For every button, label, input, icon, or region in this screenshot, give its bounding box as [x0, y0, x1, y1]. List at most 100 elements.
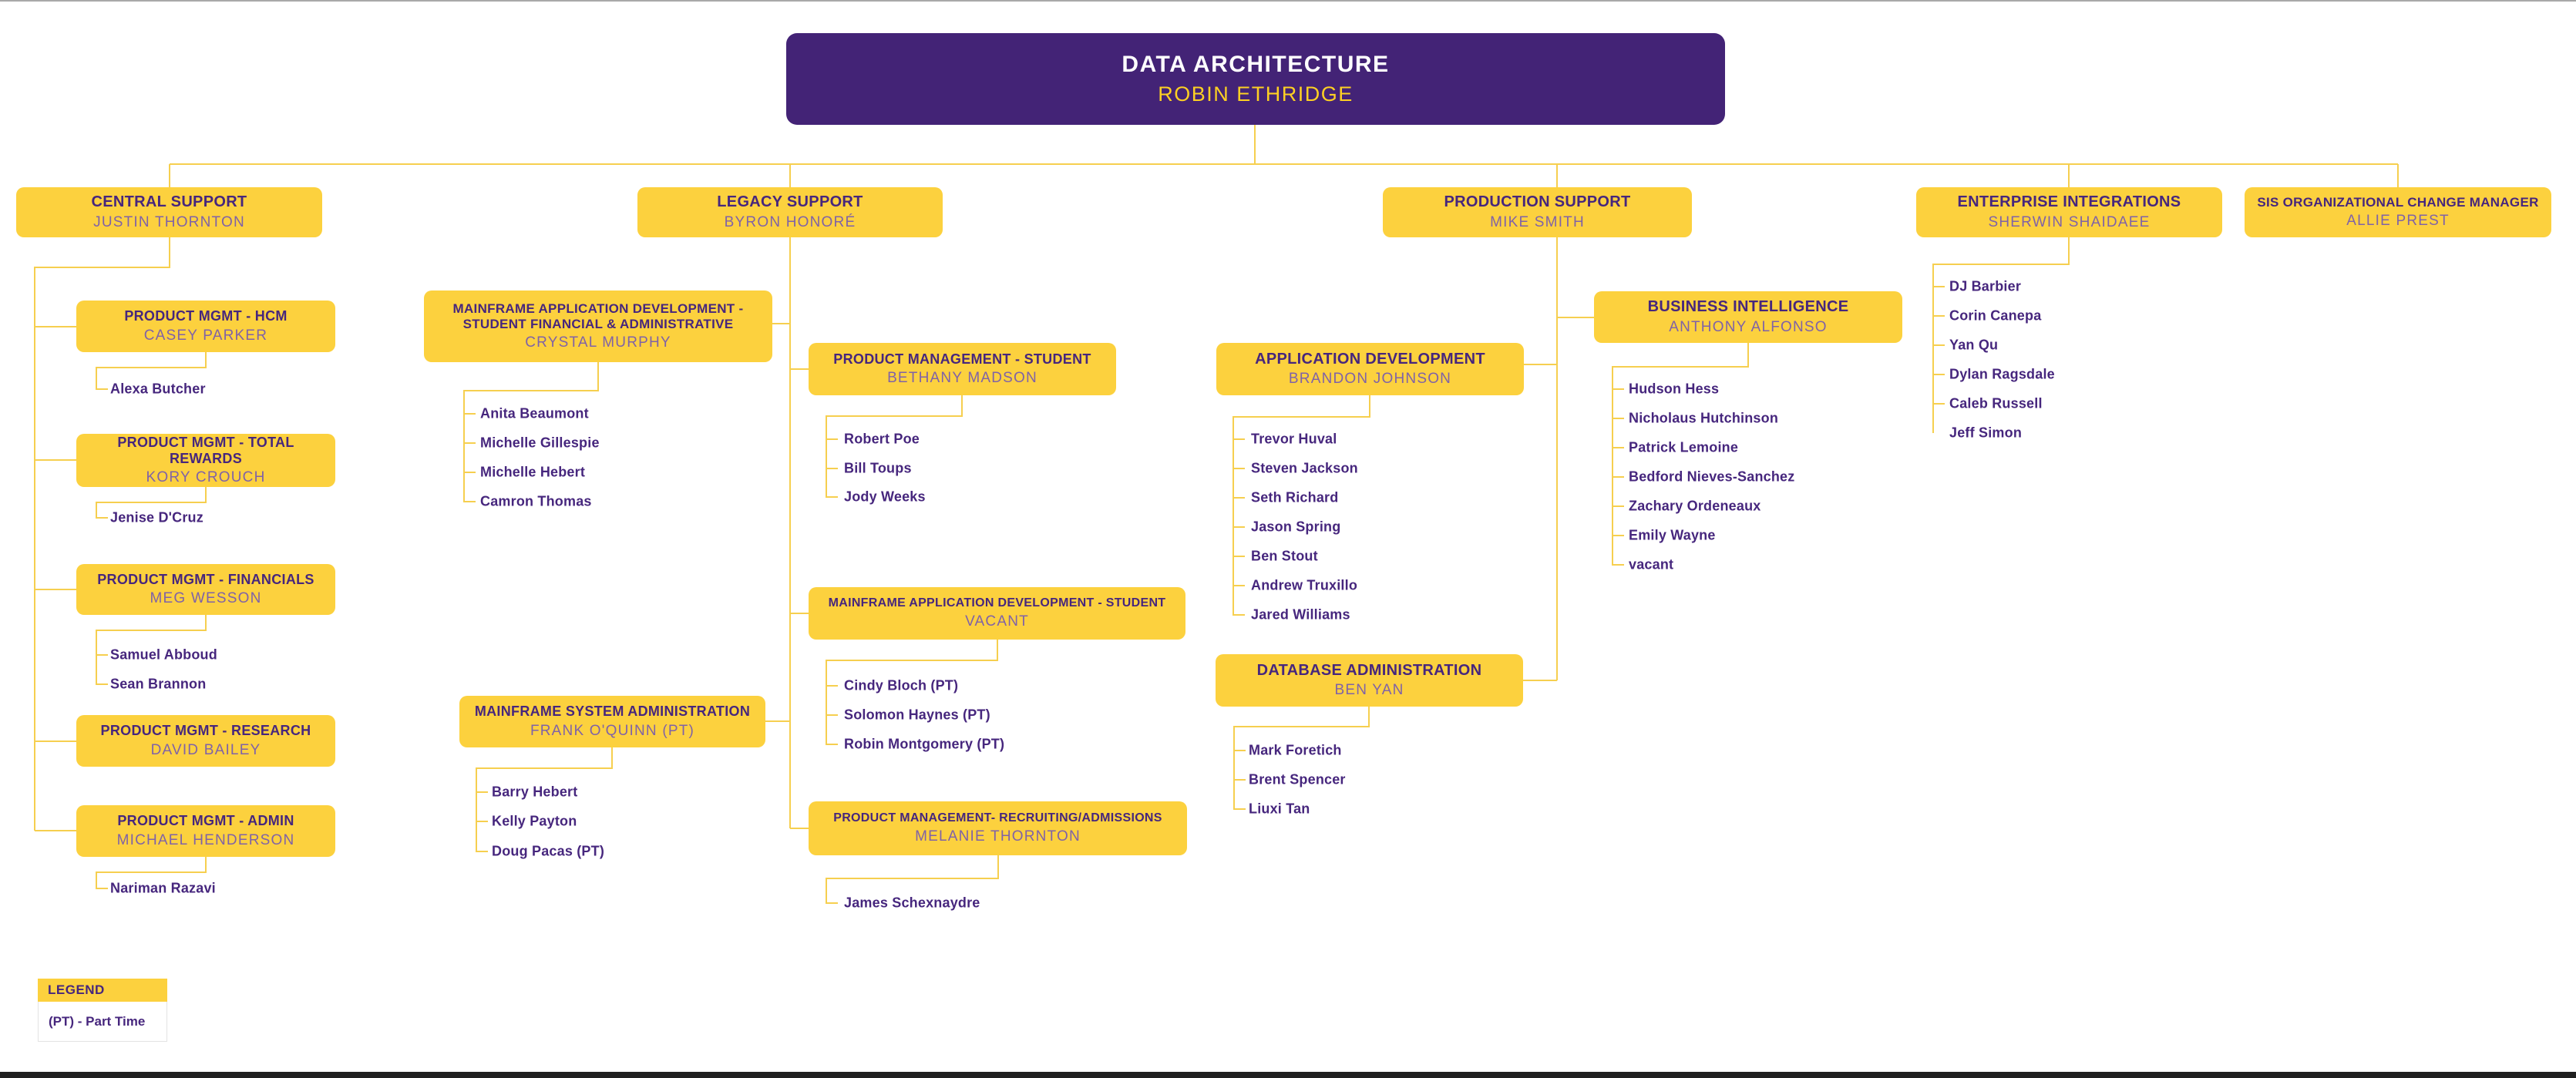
legend-title: LEGEND: [38, 979, 167, 1002]
member-name: Caleb Russell: [1949, 395, 2043, 411]
member-name: Jody Weeks: [844, 489, 926, 505]
member-spine-lines: [96, 343, 1749, 904]
dept-manager: FRANK O'QUINN (PT): [530, 722, 695, 739]
dept-box-product-management-student: PRODUCT MANAGEMENT - STUDENT BETHANY MAD…: [809, 343, 1116, 395]
dept-box-mainframe-app-dev-student: MAINFRAME APPLICATION DEVELOPMENT - STUD…: [809, 587, 1185, 640]
dept-box-business-intelligence: BUSINESS INTELLIGENCE ANTHONY ALFONSO: [1594, 291, 1902, 343]
member-name: DJ Barbier: [1949, 278, 2022, 294]
dept-box-product-mgmt-hcm: PRODUCT MGMT - HCM CASEY PARKER: [76, 301, 335, 352]
member-name: Emily Wayne: [1629, 527, 1716, 543]
dept-title: PRODUCT MGMT - RESEARCH: [100, 723, 311, 739]
dept-manager: BRANDON JOHNSON: [1288, 371, 1452, 388]
dept-title: PRODUCT MANAGEMENT - STUDENT: [833, 351, 1091, 367]
dept-manager: MELANIE THORNTON: [915, 828, 1081, 845]
dept-box-central-support: CENTRAL SUPPORT JUSTIN THORNTON: [16, 187, 322, 237]
member-name: Liuxi Tan: [1249, 801, 1310, 817]
member-name: Ben Stout: [1251, 548, 1318, 564]
legend-note: (PT) - Part Time: [38, 1002, 167, 1042]
member-name: Mark Foretich: [1249, 742, 1342, 758]
member-tick-lines: [96, 286, 1945, 822]
dept-title: SIS ORGANIZATIONAL CHANGE MANAGER: [2257, 194, 2539, 210]
member-name: Trevor Huval: [1251, 431, 1337, 447]
dept-manager: VACANT: [965, 613, 1029, 630]
member-name: Brent Spencer: [1249, 771, 1346, 788]
dept-box-product-mgmt-total-rewards: PRODUCT MGMT - TOTAL REWARDS KORY CROUCH: [76, 434, 335, 487]
dept-manager: CRYSTAL MURPHY: [525, 334, 671, 351]
member-name: Jared Williams: [1251, 606, 1350, 623]
dept-box-product-mgmt-financials: PRODUCT MGMT - FINANCIALS MEG WESSON: [76, 564, 335, 615]
dept-title: PRODUCT MGMT - ADMIN: [117, 813, 294, 829]
member-name: Alexa Butcher: [110, 381, 206, 397]
member-name: Yan Qu: [1949, 337, 1999, 353]
dept-manager: CASEY PARKER: [143, 327, 268, 344]
member-name: Hudson Hess: [1629, 381, 1720, 397]
member-name: Anita Beaumont: [480, 405, 589, 421]
member-name: Zachary Ordeneaux: [1629, 498, 1761, 514]
root-manager: ROBIN ETHRIDGE: [1158, 82, 1354, 106]
dept-title: CENTRAL SUPPORT: [91, 193, 247, 211]
dept-title: PRODUCT MGMT - HCM: [124, 308, 288, 324]
member-name: Andrew Truxillo: [1251, 577, 1358, 593]
dept-manager: DAVID BAILEY: [150, 741, 261, 758]
member-name: Michelle Hebert: [480, 464, 586, 480]
dept-title: LEGACY SUPPORT: [717, 193, 863, 211]
member-name: Samuel Abboud: [110, 646, 217, 663]
root-box-data-architecture: DATA ARCHITECTURE ROBIN ETHRIDGE: [786, 33, 1725, 125]
dept-box-product-mgmt-admin: PRODUCT MGMT - ADMIN MICHAEL HENDERSON: [76, 805, 335, 857]
dept-box-production-support: PRODUCTION SUPPORT MIKE SMITH: [1383, 187, 1692, 237]
dept-manager: MIKE SMITH: [1490, 213, 1585, 230]
member-name: Bill Toups: [844, 460, 912, 476]
member-name: Kelly Payton: [492, 813, 577, 829]
dept-box-application-development: APPLICATION DEVELOPMENT BRANDON JOHNSON: [1216, 343, 1524, 395]
dept-manager: MICHAEL HENDERSON: [116, 831, 295, 848]
dept-title: PRODUCT MANAGEMENT- RECRUITING/ADMISSION…: [833, 811, 1162, 825]
dept-box-legacy-support: LEGACY SUPPORT BYRON HONORÉ: [637, 187, 943, 237]
root-title: DATA ARCHITECTURE: [1122, 52, 1390, 77]
member-name: Patrick Lemoine: [1629, 439, 1739, 455]
branch-lines: [35, 317, 1594, 831]
member-name: Jenise D'Cruz: [110, 509, 203, 526]
member-name: Bedford Nieves-Sanchez: [1629, 468, 1795, 485]
dept-manager: ANTHONY ALFONSO: [1669, 318, 1828, 335]
member-name: Nicholaus Hutchinson: [1629, 410, 1779, 426]
window-bottom-edge: [0, 1072, 2576, 1078]
member-name: Dylan Ragsdale: [1949, 366, 2055, 382]
dept-box-product-management-recruiting-admissions: PRODUCT MANAGEMENT- RECRUITING/ADMISSION…: [809, 801, 1187, 855]
dept-manager: MEG WESSON: [150, 590, 262, 607]
dept-box-mainframe-system-administration: MAINFRAME SYSTEM ADMINISTRATION FRANK O'…: [459, 696, 765, 747]
dept-title: ENTERPRISE INTEGRATIONS: [1957, 193, 2181, 211]
window-top-edge: [0, 0, 2576, 2]
dept-title: MAINFRAME APPLICATION DEVELOPMENT - STUD…: [828, 596, 1166, 610]
member-name: Corin Canepa: [1949, 307, 2042, 324]
member-name: Steven Jackson: [1251, 460, 1358, 476]
dept-manager: BETHANY MADSON: [887, 370, 1037, 387]
dept-box-database-administration: DATABASE ADMINISTRATION BEN YAN: [1216, 654, 1523, 707]
dept-manager: BYRON HONORÉ: [724, 213, 856, 230]
dept-manager: ALLIE PREST: [2346, 213, 2450, 230]
member-name: vacant: [1629, 556, 1674, 573]
dept-title: MAINFRAME SYSTEM ADMINISTRATION: [474, 704, 751, 720]
dept-title: APPLICATION DEVELOPMENT: [1255, 350, 1485, 368]
member-name: Sean Brannon: [110, 676, 207, 692]
member-name: Jeff Simon: [1949, 425, 2023, 441]
dept-title: PRODUCTION SUPPORT: [1444, 193, 1631, 211]
dept-title: BUSINESS INTELLIGENCE: [1647, 298, 1849, 316]
member-name: Solomon Haynes (PT): [844, 707, 990, 723]
dept-title: DATABASE ADMINISTRATION: [1256, 661, 1482, 679]
dept-box-mainframe-app-dev-student-financial-administrative: MAINFRAME APPLICATION DEVELOPMENT - STUD…: [424, 290, 772, 362]
dept-title: MAINFRAME APPLICATION DEVELOPMENT - STUD…: [452, 301, 744, 331]
dept-box-product-mgmt-research: PRODUCT MGMT - RESEARCH DAVID BAILEY: [76, 715, 335, 767]
trunk-lines: [34, 125, 2399, 831]
dept-title: PRODUCT MGMT - FINANCIALS: [97, 571, 314, 587]
dept-title: PRODUCT MGMT - TOTAL REWARDS: [117, 434, 294, 466]
member-name: Nariman Razavi: [110, 880, 216, 896]
member-name: Jason Spring: [1251, 519, 1341, 535]
member-name: James Schexnaydre: [844, 895, 980, 911]
dept-box-sis-organizational-change-manager: SIS ORGANIZATIONAL CHANGE MANAGER ALLIE …: [2245, 187, 2551, 237]
member-name: Cindy Bloch (PT): [844, 677, 959, 693]
member-name: Robin Montgomery (PT): [844, 736, 1005, 752]
dept-manager: SHERWIN SHAIDAEE: [1988, 213, 2151, 230]
member-name: Doug Pacas (PT): [492, 843, 605, 859]
